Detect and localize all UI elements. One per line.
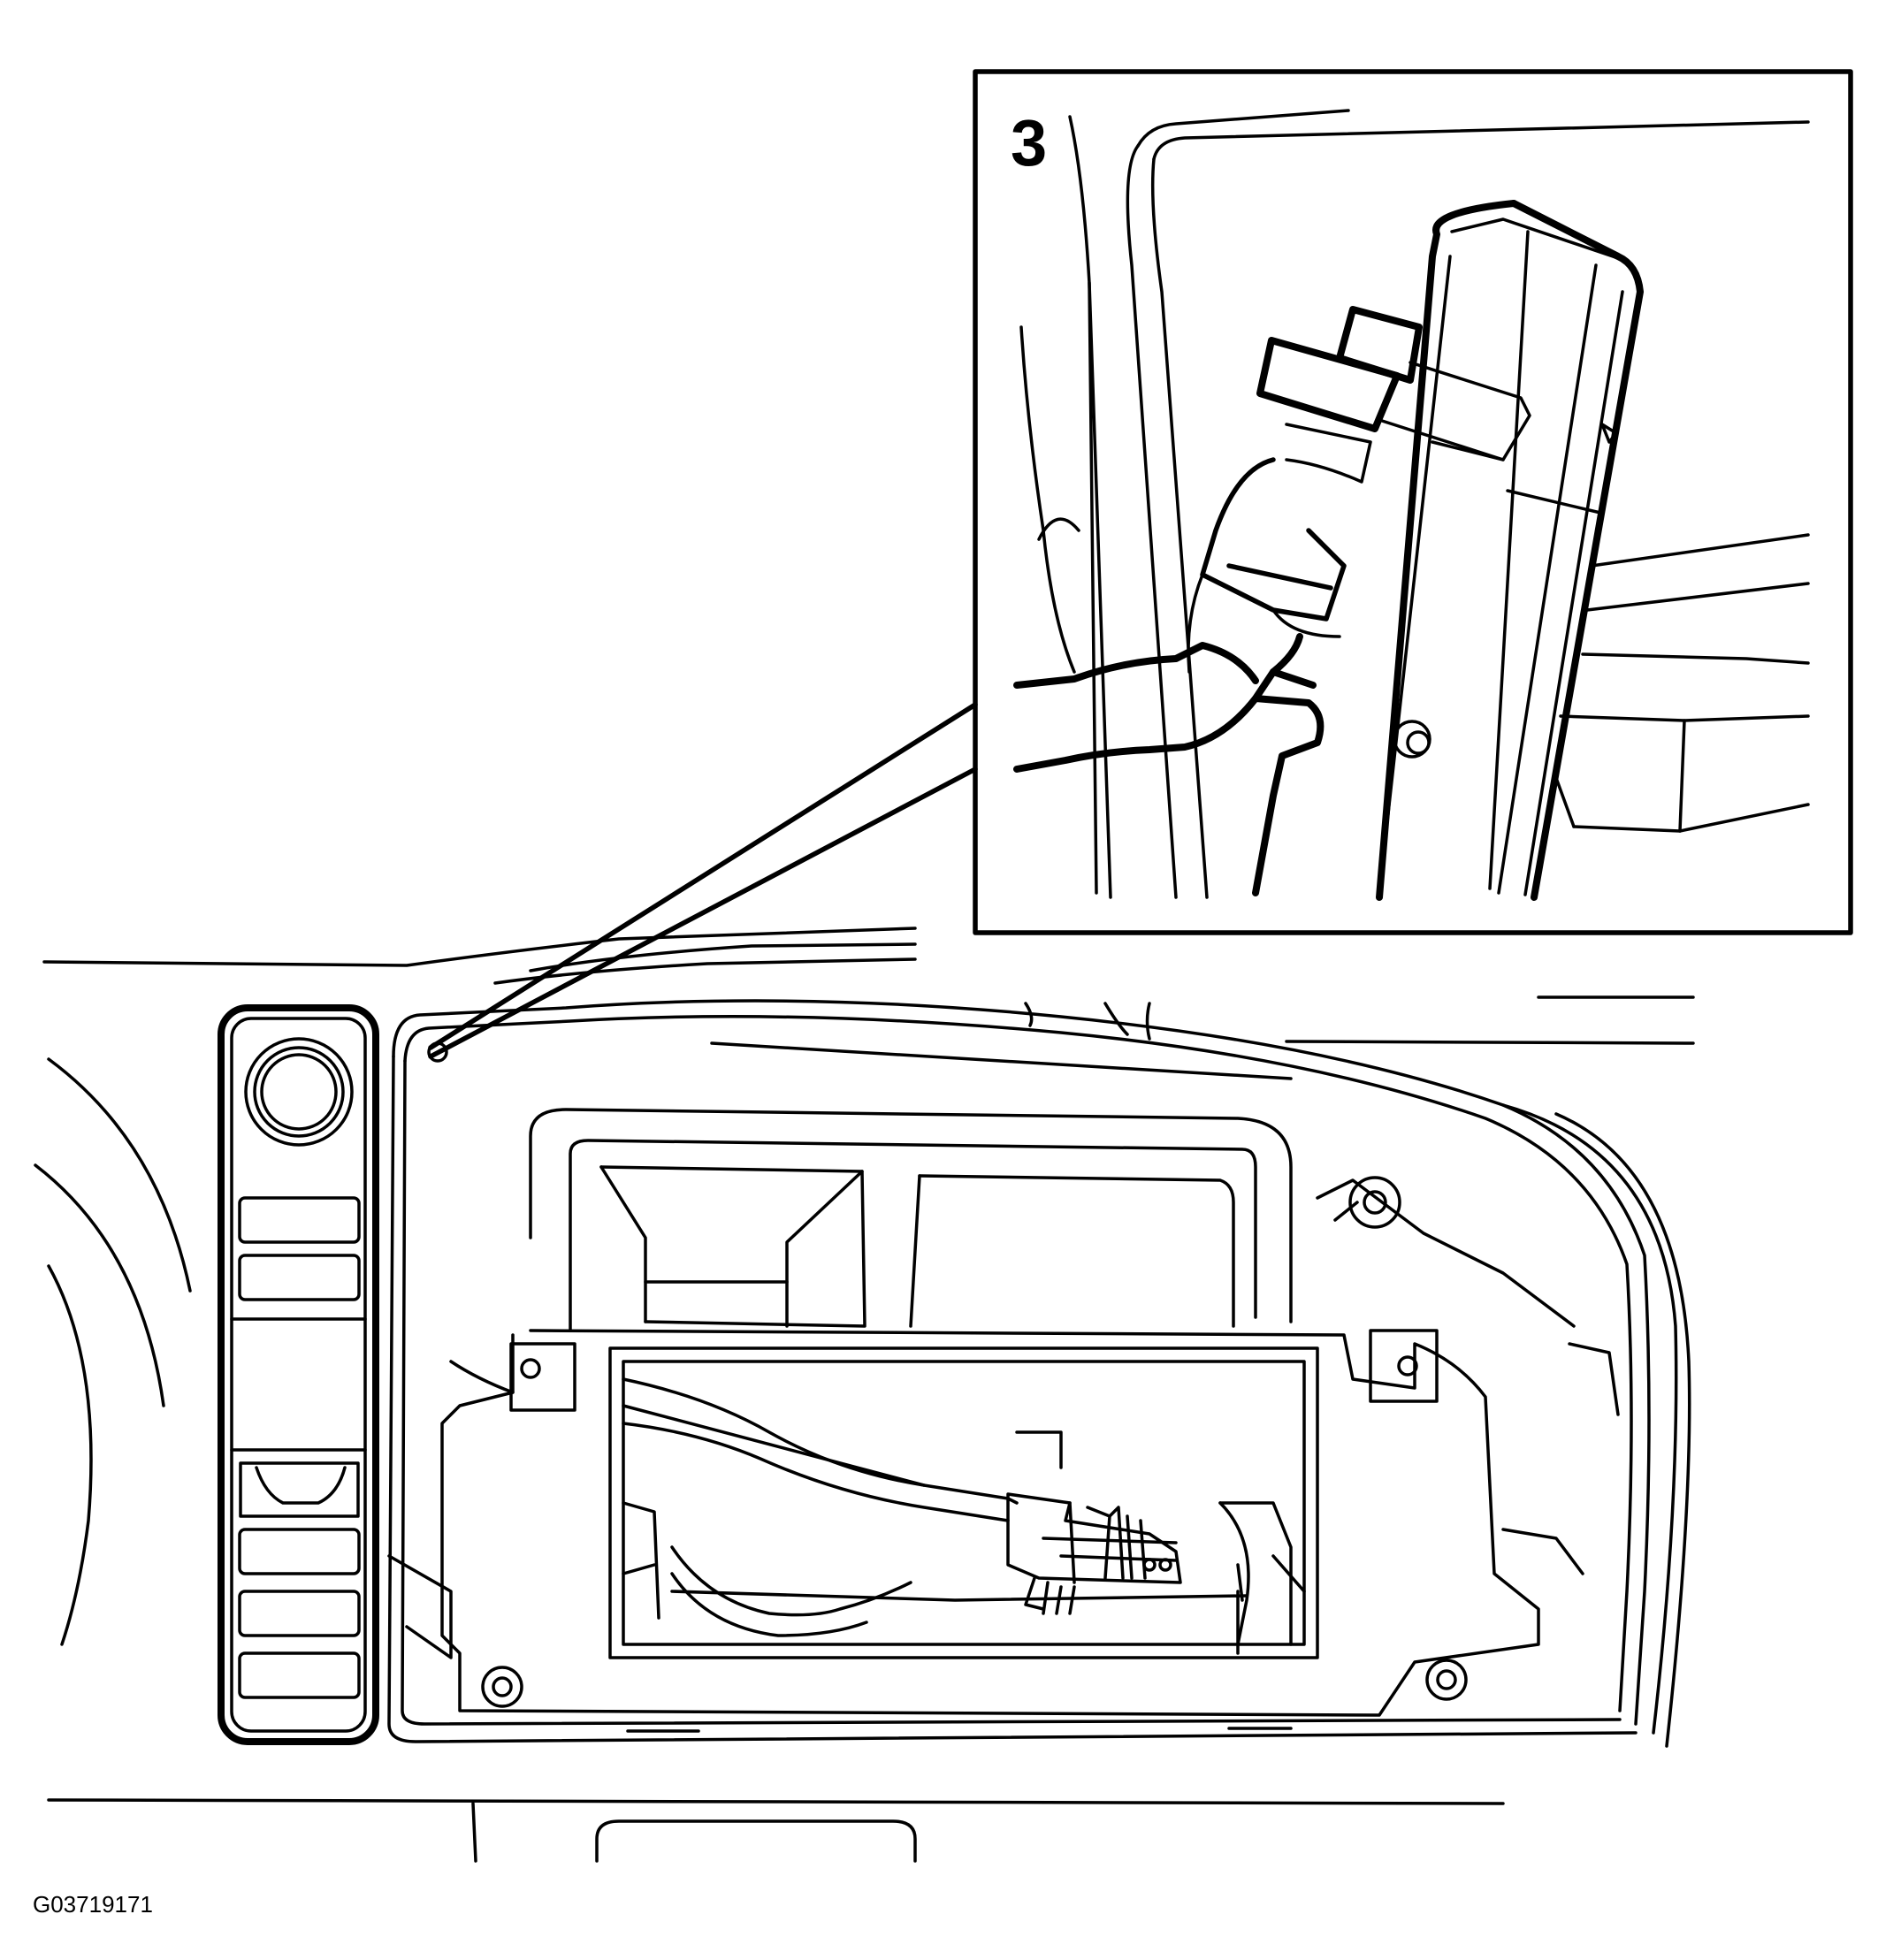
module-opening — [608, 1346, 1319, 1659]
switch-panel-frame — [218, 1004, 379, 1745]
callout-number: 3 — [1011, 106, 1047, 179]
bolt-icon — [1425, 1659, 1468, 1701]
bolt-icon — [481, 1666, 523, 1708]
harness-connector — [1006, 1492, 1182, 1615]
module-housing — [387, 1329, 1620, 1733]
switch-panel — [218, 1004, 379, 1745]
dashboard-bottom-edge — [47, 1798, 1505, 1863]
knob-icon — [244, 1037, 354, 1147]
bolt-icon — [1348, 1176, 1401, 1229]
inset-pillar-lines — [1019, 109, 1810, 899]
inset-connector — [1187, 306, 1531, 674]
dashboard-overview — [34, 927, 1695, 1863]
module-recess — [387, 999, 1691, 1748]
module-bracket — [529, 1108, 1576, 1332]
inset-wiring-harness — [1013, 633, 1325, 896]
figure-code: G03719171 — [33, 1891, 153, 1918]
dashboard-top-edge — [42, 927, 1695, 1045]
detail-inset: 3 — [973, 69, 1853, 935]
inset-background-trim — [1554, 533, 1810, 833]
bolt-icon — [1397, 1355, 1418, 1377]
inset-frame — [973, 69, 1853, 935]
inset-control-module — [1376, 200, 1644, 901]
left-contour-arcs — [34, 1057, 192, 1646]
bolt-icon — [520, 1358, 541, 1379]
